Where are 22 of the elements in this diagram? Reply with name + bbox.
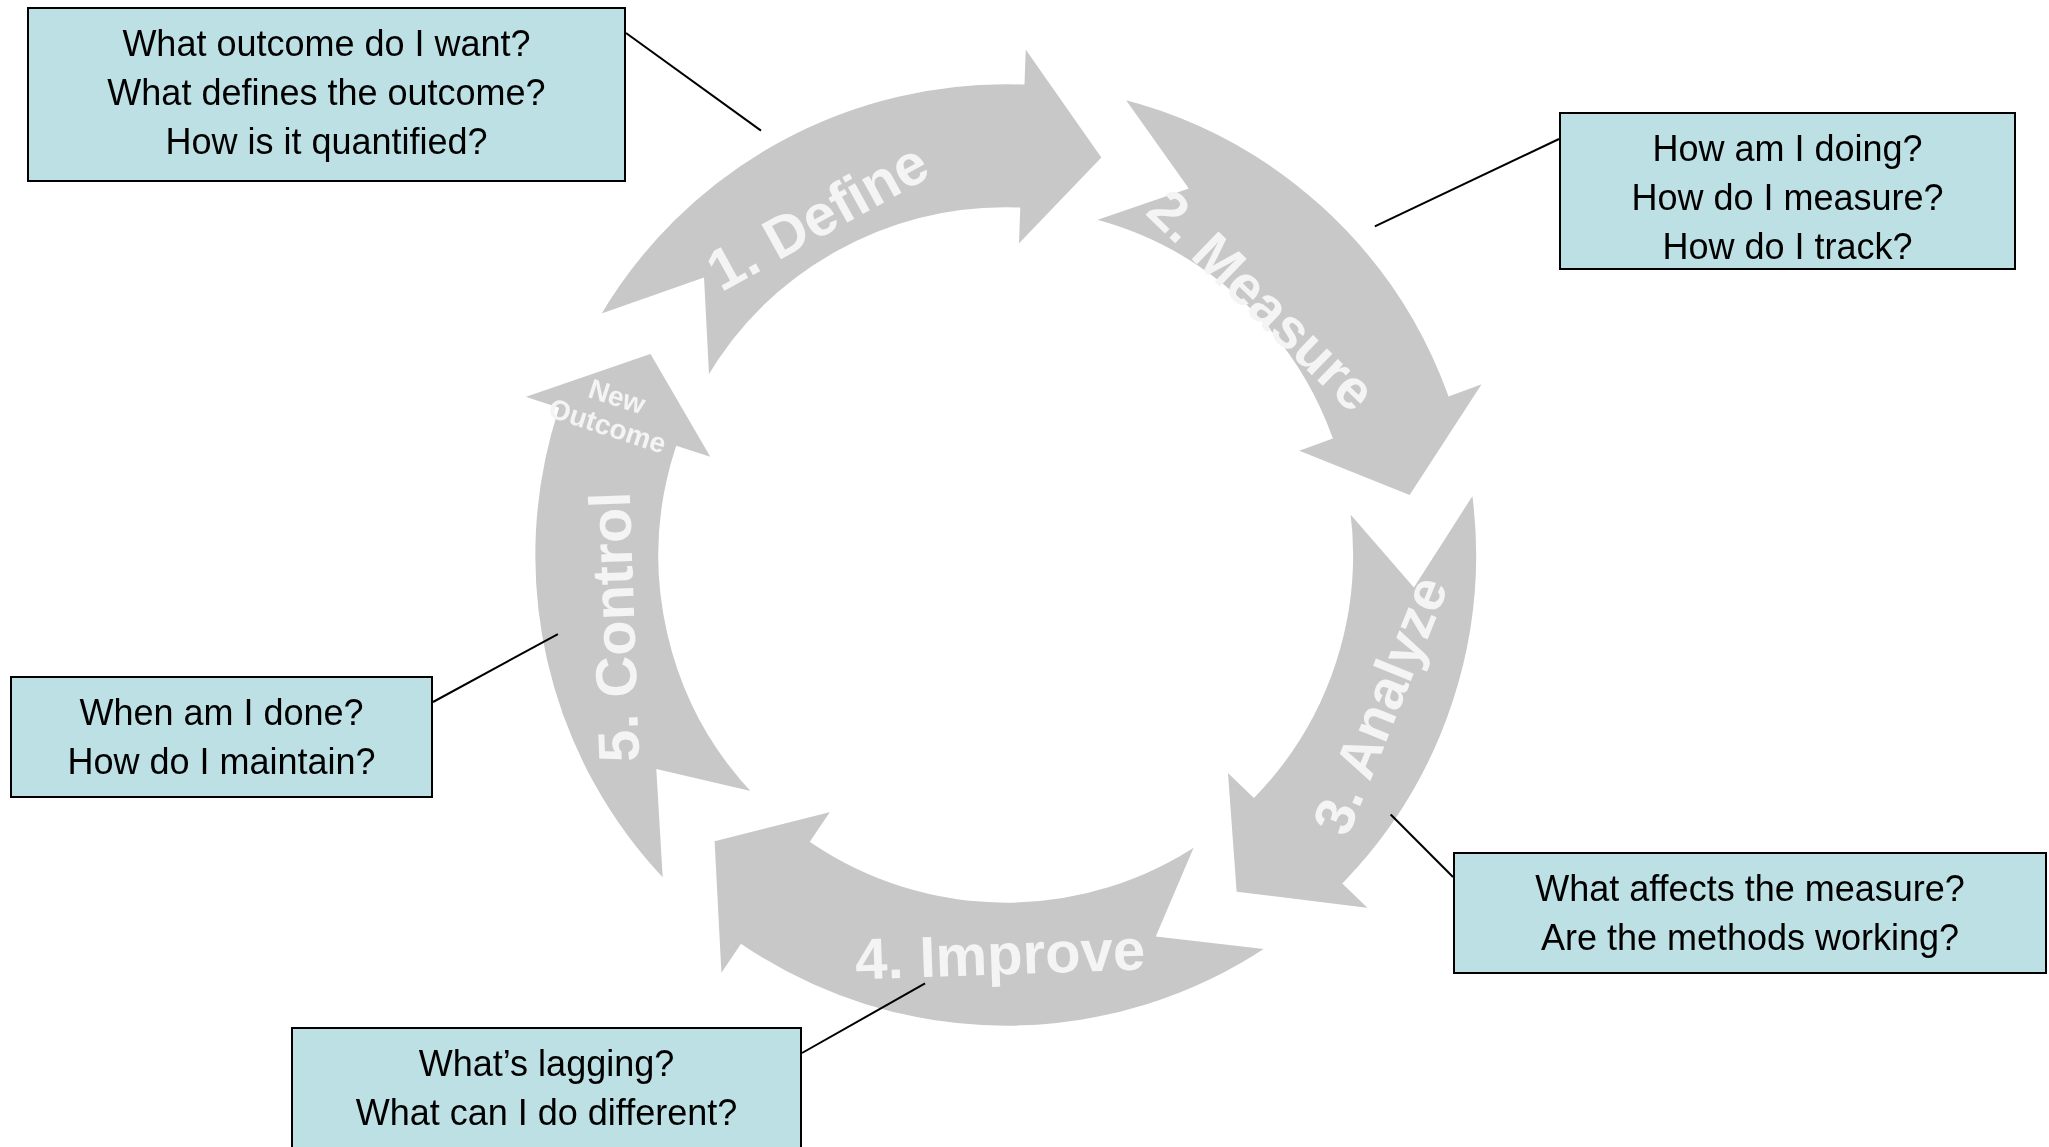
question-text: What affects the measure? — [1535, 867, 1965, 911]
question-text: How do I track? — [1662, 225, 1913, 269]
leader-line — [432, 633, 559, 703]
leader-line — [625, 32, 762, 132]
question-text: How do I measure? — [1631, 176, 1944, 220]
question-box — [1453, 852, 2047, 974]
question-text: How is it quantified? — [165, 120, 488, 164]
question-text: What outcome do I want? — [122, 22, 531, 66]
leader-line — [801, 982, 927, 1054]
question-text: What’s lagging? — [418, 1042, 675, 1086]
leader-line — [1373, 138, 1560, 228]
leader-line — [1389, 813, 1454, 878]
question-box — [1559, 112, 2016, 270]
question-text: What can I do different? — [355, 1091, 738, 1135]
question-text: Are the methods working? — [1540, 916, 1960, 960]
question-box — [291, 1027, 802, 1147]
question-text: How do I maintain? — [67, 740, 376, 784]
question-text: What defines the outcome? — [107, 71, 546, 115]
question-box — [10, 676, 433, 798]
question-text: When am I done? — [79, 691, 364, 735]
question-text: How am I doing? — [1652, 127, 1923, 171]
question-box — [27, 7, 626, 182]
